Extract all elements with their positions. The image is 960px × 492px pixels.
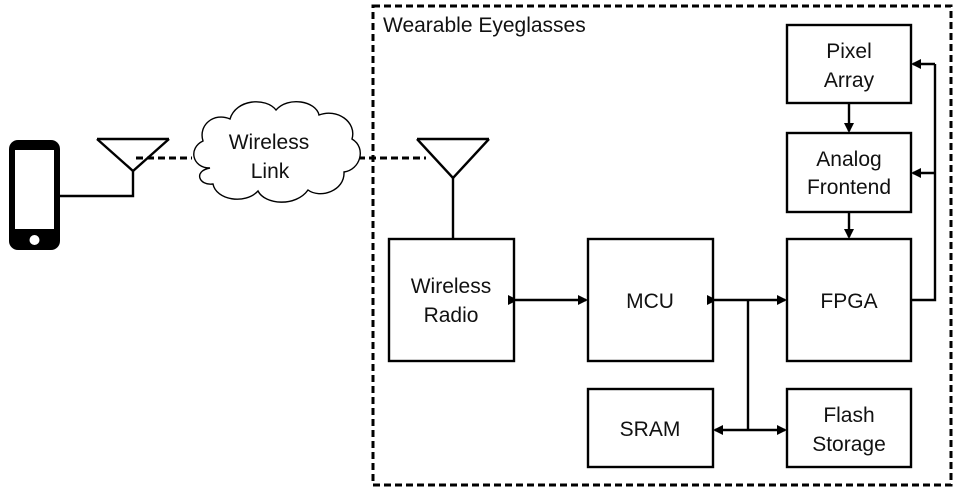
pixel-array-label-line1: Pixel [826, 40, 872, 63]
mcu-label: MCU [626, 290, 674, 313]
cloud-label-line2: Link [251, 160, 290, 183]
analog-frontend-label-line2: Frontend [807, 176, 891, 199]
analog-frontend-block [785, 131, 913, 214]
fpga-control-bus [911, 64, 937, 302]
flash-storage-label-line1: Flash [823, 404, 874, 427]
phone-antenna-wire [60, 171, 135, 198]
flash-storage-label-line2: Storage [812, 433, 886, 456]
mcu-block [586, 237, 715, 363]
fpga-label: FPGA [820, 290, 877, 313]
cloud-label-line1: Wireless [229, 131, 310, 154]
wireless-radio-block [387, 237, 516, 363]
flash-storage-block [785, 387, 913, 469]
enclosure-label: Wearable Eyeglasses [383, 14, 586, 37]
wireless-radio-label-line2: Radio [424, 304, 479, 327]
pixel-array-label-line2: Array [824, 69, 875, 92]
wireless-radio-label-line1: Wireless [411, 275, 492, 298]
smartphone-icon [9, 140, 60, 250]
sram-block [586, 387, 715, 469]
sram-label: SRAM [620, 418, 681, 441]
antenna-icon [416, 137, 490, 180]
analog-frontend-label-line1: Analog [816, 148, 881, 171]
cloud-icon [193, 101, 361, 203]
antenna-icon [96, 137, 170, 173]
wearable-eyeglasses-enclosure [371, 4, 953, 487]
